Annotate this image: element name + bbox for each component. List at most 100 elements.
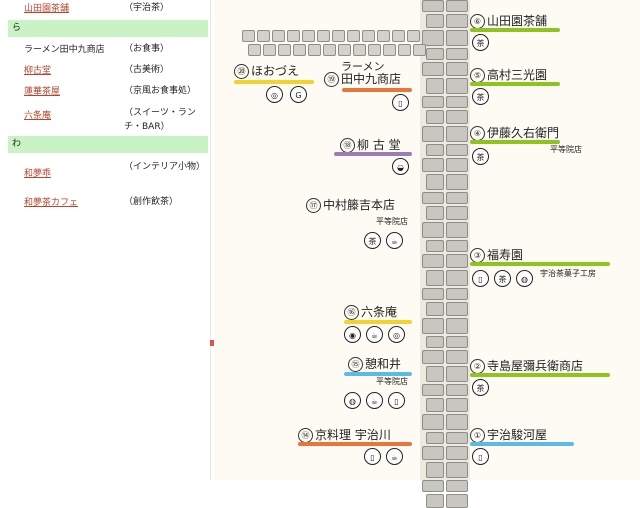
scroll-marker — [210, 340, 214, 346]
paving-stone — [392, 30, 405, 42]
paving-stone — [362, 30, 375, 42]
paving-stone — [446, 96, 468, 108]
shop-link[interactable]: 六条庵 — [24, 111, 52, 121]
paving-stone — [446, 432, 468, 444]
shop-underline — [470, 82, 560, 86]
paving-stone — [422, 222, 444, 238]
shop-label: 憩和井 — [365, 357, 402, 371]
shop-category: （京風お食事処） — [124, 86, 197, 96]
paving-stone — [422, 192, 444, 204]
paving-stone — [446, 366, 468, 382]
shop-underline — [234, 80, 314, 84]
paving-stone — [426, 240, 444, 252]
paving-stone — [422, 62, 444, 76]
paving-stone — [446, 62, 468, 76]
paving-stone — [422, 350, 444, 364]
shop-label: 福寿園 — [487, 248, 524, 262]
shop-category: （宇治茶） — [124, 3, 170, 13]
paving-stone — [422, 480, 444, 492]
paving-stone — [332, 30, 345, 42]
paving-stone — [446, 494, 468, 508]
tea-icon: 茶 — [472, 148, 489, 165]
shop-number: ⑤ — [470, 68, 485, 83]
shop-link[interactable]: 和夢茶カフェ — [24, 198, 79, 208]
paving-stone — [422, 414, 444, 430]
paving-stone — [422, 96, 444, 108]
paving-stone — [446, 302, 468, 316]
paving-stone — [446, 30, 468, 46]
shop-number: ⑲ — [324, 72, 339, 87]
paving-stone — [353, 44, 366, 56]
paving-stone — [257, 30, 270, 42]
shop-category: （スイーツ・ランチ・BAR） — [124, 108, 196, 132]
shop-underline — [298, 442, 412, 446]
paving-stone — [446, 174, 468, 190]
paving-stone — [446, 126, 468, 142]
paving-stone — [446, 462, 468, 478]
shop-underline — [344, 320, 412, 324]
paving-stone — [426, 110, 444, 124]
tea-icon: 茶 — [472, 379, 489, 396]
drink-icon: ▯ — [472, 448, 489, 465]
shop-underline — [470, 140, 560, 144]
tea-icon: 茶 — [472, 88, 489, 105]
bowl-icon: ◒ — [392, 158, 409, 175]
tea-icon: 茶 — [494, 270, 511, 287]
shop-category: （古美術） — [124, 65, 170, 75]
paving-stone — [446, 158, 468, 172]
paving-stone — [422, 254, 444, 268]
paving-stone — [407, 30, 420, 42]
paving-stone — [446, 350, 468, 364]
shop-label: ほおづえ — [251, 64, 300, 78]
paving-stone — [446, 288, 468, 300]
paving-stone — [242, 30, 255, 42]
paving-stone — [426, 48, 444, 60]
paving-stone — [446, 446, 468, 460]
paving-stone — [338, 44, 351, 56]
paving-stone — [413, 44, 426, 56]
paving-stone — [446, 206, 468, 220]
paving-stone — [426, 302, 444, 316]
shop-number: ⑰ — [306, 198, 321, 213]
shop-link[interactable]: 柳古堂 — [24, 66, 52, 76]
paving-stone — [248, 44, 261, 56]
shop-number: ⑯ — [344, 305, 359, 320]
group-header-wa: わ — [8, 136, 208, 153]
shop-number: ⑳ — [234, 64, 249, 79]
shop-link[interactable]: 和夢乖 — [24, 169, 52, 179]
shop-number: ⑮ — [348, 357, 363, 372]
shop-label: 宇治駿河屋 — [487, 428, 548, 442]
paving-stone — [426, 462, 444, 478]
shop-link[interactable]: 蓮華茶屋 — [24, 87, 61, 97]
paving-stone — [426, 78, 444, 94]
shop-number: ① — [470, 428, 485, 443]
drink-icon: ▯ — [388, 392, 405, 409]
paving-stone — [426, 494, 444, 508]
paving-stone — [446, 384, 468, 396]
group-header-ra: ら — [8, 20, 208, 37]
paving-stone — [272, 30, 285, 42]
paving-stone — [446, 192, 468, 204]
paving-stone — [446, 14, 468, 28]
paving-stone — [383, 44, 396, 56]
food-icon: ◎ — [388, 326, 405, 343]
paving-stone — [426, 398, 444, 412]
paving-stone — [263, 44, 276, 56]
paving-stone — [398, 44, 411, 56]
shop-link[interactable]: 山田園茶舗 — [24, 4, 70, 14]
shop-underline — [470, 373, 610, 377]
